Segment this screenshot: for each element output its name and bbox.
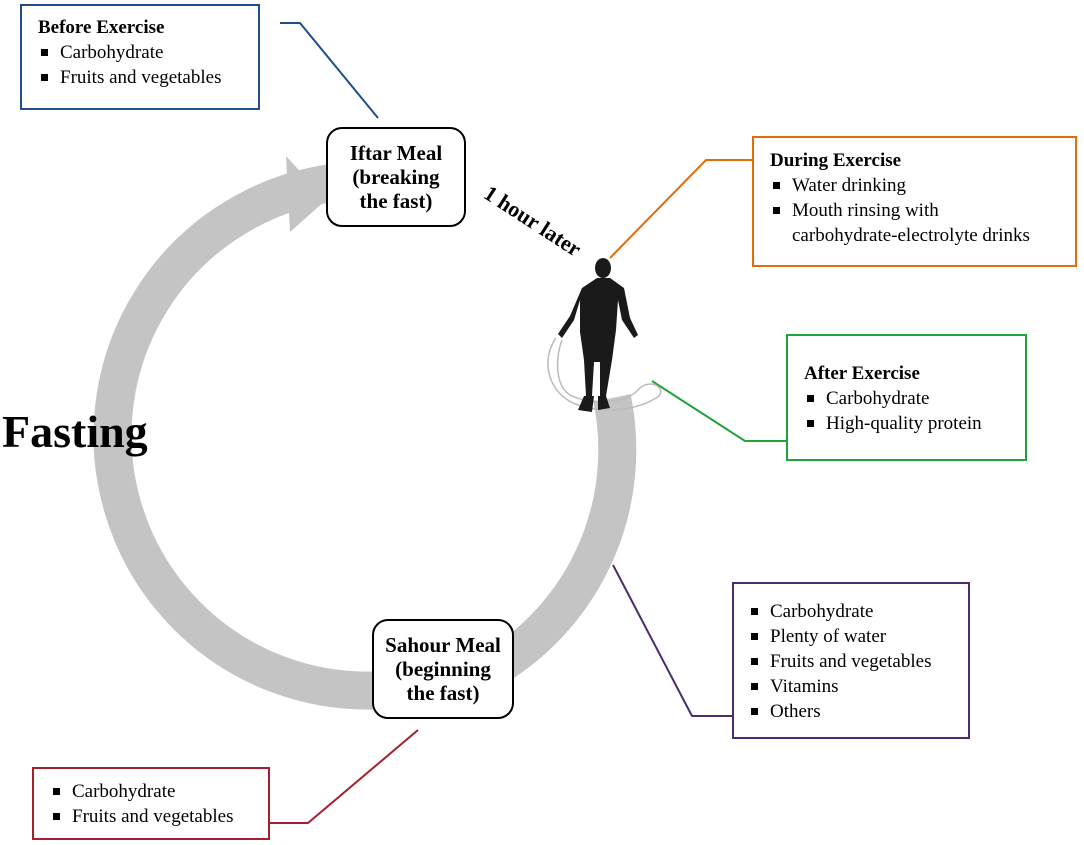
during-exercise-title: During Exercise xyxy=(770,150,902,171)
evening-diet-box: Carbohydrate Plenty of water Fruits and … xyxy=(732,582,970,739)
list-item: Fruits and vegetables xyxy=(748,649,954,674)
after-exercise-title: After Exercise xyxy=(804,363,920,384)
list-item: Mouth rinsing with xyxy=(770,198,1059,223)
list-item: Plenty of water xyxy=(748,624,954,649)
before-exercise-box: Before Exercise Carbohydrate Fruits and … xyxy=(20,4,260,110)
before-exercise-connector xyxy=(280,22,379,119)
list-item: Carbohydrate xyxy=(804,386,1009,411)
cycle-arc-lower xyxy=(471,394,637,693)
sahour-diet-list: Carbohydrate Fruits and vegetables xyxy=(50,779,252,829)
before-exercise-list: Carbohydrate Fruits and vegetables xyxy=(38,40,242,90)
list-item: Fruits and vegetables xyxy=(38,65,242,90)
list-item: Others xyxy=(748,699,954,724)
list-item: High-quality protein xyxy=(804,411,1009,436)
during-exercise-connector xyxy=(609,159,752,259)
sahour-meal-box: Sahour Meal (beginning the fast) xyxy=(372,619,514,719)
after-exercise-list: Carbohydrate High-quality protein xyxy=(804,386,1009,436)
before-exercise-title: Before Exercise xyxy=(38,17,165,38)
after-exercise-box: After Exercise Carbohydrate High-quality… xyxy=(786,334,1027,461)
list-item: Carbohydrate xyxy=(748,599,954,624)
cycle-arrowhead xyxy=(286,156,326,232)
list-item: Water drinking xyxy=(770,173,1059,198)
sahour-diet-connector xyxy=(270,729,419,824)
list-item: Vitamins xyxy=(748,674,954,699)
list-item: Carbohydrate xyxy=(38,40,242,65)
evening-diet-connector xyxy=(612,564,732,717)
iftar-meal-box: Iftar Meal (breaking the fast) xyxy=(326,127,466,227)
during-exercise-list: Water drinking Mouth rinsing with carboh… xyxy=(770,173,1059,248)
athlete-jump-rope-icon xyxy=(547,258,662,412)
fasting-label: Fasting xyxy=(2,406,148,457)
sahour-diet-box: Carbohydrate Fruits and vegetables xyxy=(32,767,270,840)
list-item-continuation: carbohydrate-electrolyte drinks xyxy=(792,225,1030,246)
list-item: Fruits and vegetables xyxy=(50,804,252,829)
evening-diet-list: Carbohydrate Plenty of water Fruits and … xyxy=(748,599,954,724)
after-exercise-connector xyxy=(651,380,786,442)
cycle-arc xyxy=(93,161,459,710)
during-exercise-box: During Exercise Water drinking Mouth rin… xyxy=(752,136,1077,267)
list-item: Carbohydrate xyxy=(50,779,252,804)
